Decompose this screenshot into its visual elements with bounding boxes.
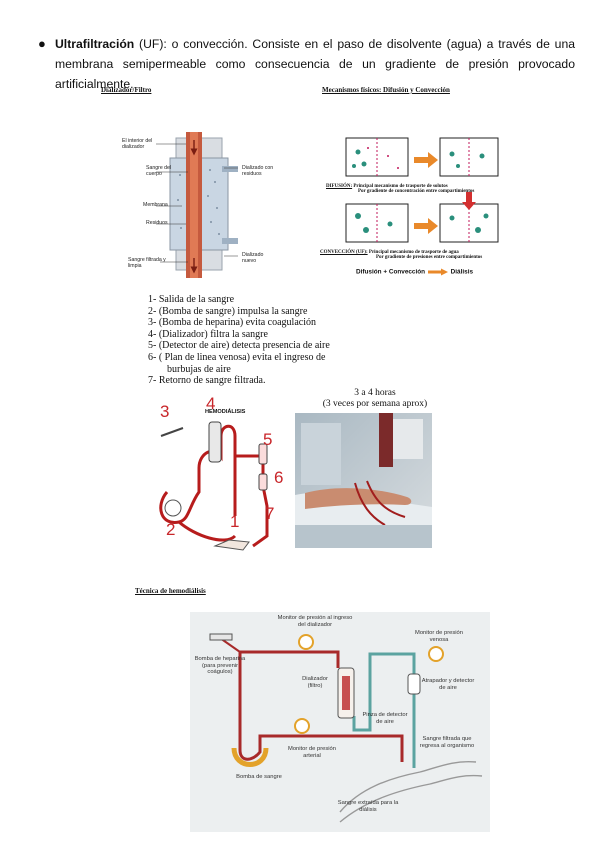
label-sangre-filtrada-regresa: Sangre filtrada que regresa al organismo bbox=[419, 736, 475, 749]
circuit-title: HEMODIÁLISIS bbox=[205, 409, 246, 415]
steps-list: 1- Salida de la sangre 2- (Bomba de sang… bbox=[148, 294, 330, 387]
hemodialisis-circuit bbox=[159, 421, 269, 551]
label-atrapador: Atrapador y detector de aire bbox=[421, 678, 475, 691]
step-number: 2 bbox=[166, 520, 176, 539]
conveccion-line2: Por gradiente de presiones entre compart… bbox=[376, 255, 483, 260]
step-item: 1- Salida de la sangre bbox=[148, 294, 235, 305]
label-residuos: Residuos bbox=[146, 220, 168, 226]
photo-line2: (3 veces por semana aprox) bbox=[322, 399, 428, 409]
step-item: 6- ( Plan de linea venosa) evita el ingr… bbox=[148, 351, 326, 363]
label-monitor-venosa: Monitor de presión venosa bbox=[414, 630, 463, 643]
intro-text: (UF): o convección. Consiste en el paso … bbox=[55, 37, 575, 91]
mecanismos-figure bbox=[345, 137, 499, 243]
step-number: 3 bbox=[160, 402, 170, 421]
label-membrana: Membrana bbox=[143, 202, 168, 208]
difusion-line2: Por gradiente de concentración entre com… bbox=[358, 189, 475, 194]
step-item: 5- (Detector de aire) detecta presencia … bbox=[148, 340, 330, 352]
step-number: 5 bbox=[263, 430, 273, 449]
tecnica-hemodialisis-diagram bbox=[190, 612, 490, 832]
difusion-line1: Principal mecanismo de trasporte de solu… bbox=[353, 184, 448, 189]
intro-paragraph: ● Ultrafiltración (UF): o convección. Co… bbox=[38, 34, 575, 94]
dializador-figure bbox=[156, 132, 238, 278]
label-sangre-cuerpo: Sangre del cuerpo bbox=[146, 165, 172, 177]
conveccion-label: CONVECCIÓN (UF): bbox=[320, 250, 368, 255]
label-sangre-extraida: Sangre extraída para la diálisis bbox=[337, 800, 399, 813]
label-dializador: Dializador (filtro) bbox=[302, 676, 328, 689]
step-item: 4- (Dializador) filtra la sangre bbox=[148, 328, 268, 340]
label-pinza: Pinza de detector de aire bbox=[362, 712, 408, 725]
step-item: 2- (Bomba de sangre) impulsa la sangre bbox=[148, 305, 308, 317]
fig4-caption: Técnica de hemodiálisis bbox=[135, 587, 206, 595]
label-dializado-nuevo: Dializado nuevo bbox=[242, 252, 264, 264]
photo-caption: 3 a 4 horas (3 veces por semana aprox) bbox=[310, 388, 440, 410]
label-bomba-sangre: Bomba de sangre bbox=[236, 774, 282, 780]
sum-row: Difusión + Convección Diálisis bbox=[356, 268, 473, 276]
conveccion-line1: Principal mecanismo de trasporte de agua bbox=[368, 250, 459, 255]
label-monitor-entrada: Monitor de presión al ingreso del dializ… bbox=[277, 615, 353, 628]
sum-right: Diálisis bbox=[450, 268, 474, 276]
step-item: burbujas de aire bbox=[167, 363, 231, 375]
label-dializado-residuos: Dializado con residuos bbox=[242, 165, 274, 177]
fig2-caption: Mecanismos físicos: Difusión y Convecció… bbox=[322, 86, 450, 94]
step-number: 1 bbox=[230, 512, 240, 531]
step-item: 3- (Bomba de heparina) evita coagulación bbox=[148, 317, 316, 329]
sum-left: Difusión + Convección bbox=[356, 268, 426, 276]
step-number: 4 bbox=[206, 394, 216, 413]
label-interior: El interior del dializador bbox=[122, 138, 153, 150]
difusion-label: DIFUSIÓN: bbox=[326, 184, 353, 189]
step-number: 7 bbox=[265, 504, 275, 523]
intro-term: Ultrafiltración bbox=[55, 37, 135, 51]
bullet-icon: ● bbox=[38, 36, 46, 51]
hemodialysis-photo bbox=[295, 413, 432, 548]
sum-arrow-icon bbox=[427, 268, 448, 276]
label-sangre-filtrada: Sangre filtrada y limpia bbox=[128, 257, 166, 269]
fig1-caption: Dializador/Filtro bbox=[101, 86, 152, 94]
label-monitor-arterial: Monitor de presión arterial bbox=[287, 746, 336, 759]
step-item: 7- Retorno de sangre filtrada. bbox=[148, 375, 266, 387]
step-number: 6 bbox=[274, 468, 284, 487]
conveccion-text: CONVECCIÓN (UF): Principal mecanismo de … bbox=[320, 250, 482, 260]
difusion-text: DIFUSIÓN: Principal mecanismo de traspor… bbox=[326, 184, 474, 194]
label-bomba-heparina: Bomba de heparina (para prevenir coágulo… bbox=[194, 656, 246, 675]
photo-line1: 3 a 4 horas bbox=[354, 388, 396, 398]
